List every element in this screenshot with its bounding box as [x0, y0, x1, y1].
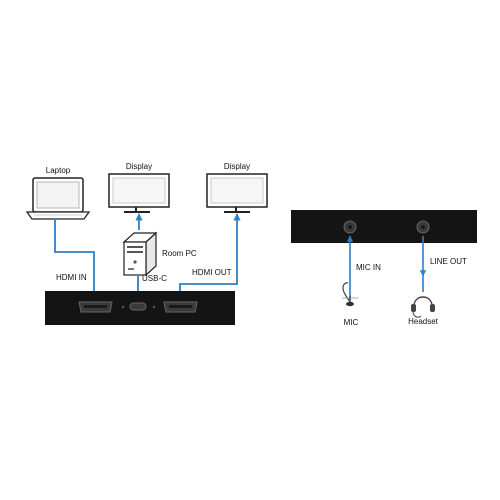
headset-icon [411, 296, 435, 318]
laptop-icon [25, 177, 91, 220]
display-right-icon [206, 173, 268, 213]
main-device-front [45, 291, 235, 325]
display-left-icon [108, 173, 170, 213]
headset-label: Headset [408, 317, 439, 326]
room-pc-label: Room PC [162, 249, 197, 258]
microphone-icon [342, 282, 358, 307]
display-right-label: Display [224, 162, 250, 171]
mic-in-label: MIC IN [356, 263, 381, 272]
laptop-label: Laptop [46, 166, 71, 175]
status-led-left [121, 305, 125, 309]
usb-c-label: USB-C [142, 274, 167, 283]
hdmi-in-label: HDMI IN [56, 273, 87, 282]
line-out-label: LINE OUT [430, 257, 467, 266]
room-pc-icon [122, 231, 158, 277]
laptop-to-hdmi-in-cable [54, 219, 98, 303]
status-led-right [152, 305, 156, 309]
hdmi-out-label: HDMI OUT [192, 268, 232, 277]
hdmi-out-to-display-right-cable [179, 213, 241, 304]
mic-label: MIC [344, 318, 359, 327]
usb-c-port [129, 302, 147, 311]
audio-device-back [291, 210, 477, 243]
display-left-label: Display [126, 162, 152, 171]
